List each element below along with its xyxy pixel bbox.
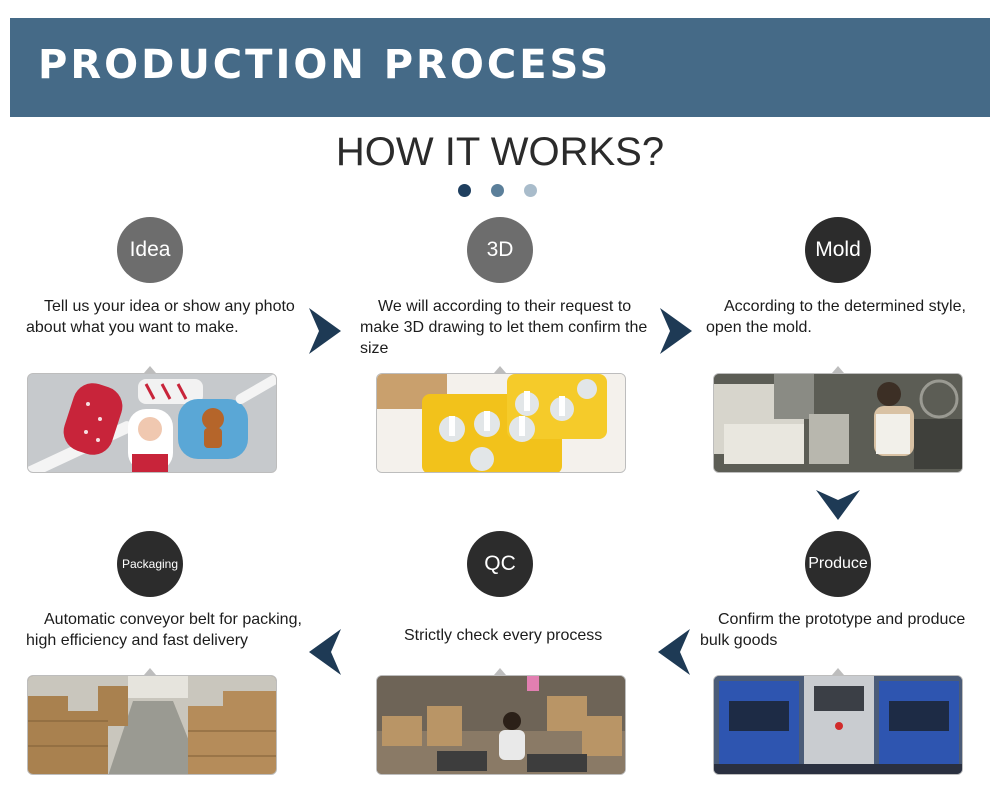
photo-mold <box>713 373 963 473</box>
pager-dot <box>458 184 471 197</box>
arrow-left-icon <box>309 629 341 675</box>
mold-workshop-illustration <box>714 374 962 472</box>
header-banner: PRODUCTION PROCESS <box>10 18 990 117</box>
step-badge-packaging: Packaging <box>117 531 183 597</box>
photo-notch <box>494 668 506 675</box>
step-description-packaging: Automatic conveyor belt for packing, hig… <box>26 611 302 649</box>
arrow-left-icon <box>658 629 690 675</box>
arrow-right-icon <box>309 308 341 354</box>
spatula-illustration <box>28 374 276 472</box>
step-label: QC <box>484 552 516 575</box>
photo-notch <box>144 366 156 373</box>
inspection-room-illustration <box>377 676 625 774</box>
step-description-produce: Confirm the prototype and produce bulk g… <box>700 611 966 649</box>
step-description-qc: Strictly check every process <box>404 627 603 644</box>
step-label: Packaging <box>121 557 179 571</box>
photo-notch <box>832 668 844 675</box>
photo-notch <box>144 668 156 675</box>
step-description-3d: We will according to their request to ma… <box>360 298 648 357</box>
photo-qc <box>376 675 626 775</box>
photo-idea <box>27 373 277 473</box>
step-label: Mold <box>815 238 861 261</box>
banner-title: PRODUCTION PROCESS <box>38 42 612 88</box>
section-heading: HOW IT WORKS? <box>335 130 665 174</box>
photo-3d <box>376 373 626 473</box>
warehouse-illustration <box>28 676 276 774</box>
popsicle-mold-illustration <box>377 374 625 472</box>
photo-notch <box>832 366 844 373</box>
pager-dot <box>491 184 504 197</box>
step-description-idea: Tell us your idea or show any photo abou… <box>26 298 295 336</box>
step-badge-qc: QC <box>467 531 533 597</box>
photo-produce <box>713 675 963 775</box>
press-machine-illustration <box>714 676 962 774</box>
photo-notch <box>494 366 506 373</box>
photo-packaging <box>27 675 277 775</box>
step-badge-idea: Idea <box>117 217 183 283</box>
arrow-right-icon <box>660 308 692 354</box>
step-badge-3d: 3D <box>467 217 533 283</box>
step-label: Produce <box>808 555 868 572</box>
pager-dots <box>458 184 548 198</box>
pager-dot <box>524 184 537 197</box>
arrow-down-icon <box>816 490 860 520</box>
step-badge-produce: Produce <box>805 531 871 597</box>
step-badge-mold: Mold <box>805 217 871 283</box>
step-description-mold: According to the determined style, open … <box>706 298 966 336</box>
step-label: Idea <box>129 238 171 261</box>
step-label: 3D <box>486 238 514 261</box>
